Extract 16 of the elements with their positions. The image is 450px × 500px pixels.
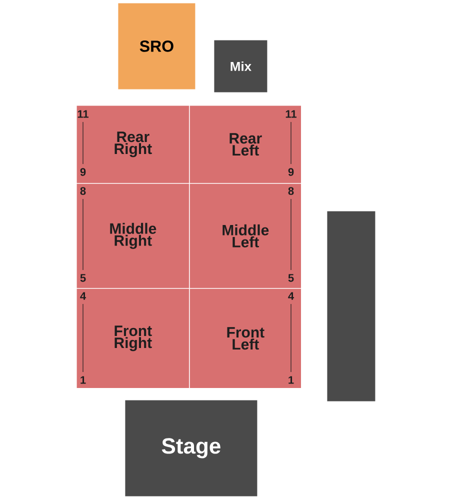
row-number: 1 xyxy=(288,376,294,384)
row-number: 11 xyxy=(78,110,88,118)
row-number: 4 xyxy=(80,292,86,300)
row-number: 8 xyxy=(80,187,86,195)
row-number: 5 xyxy=(288,274,294,282)
row-number: 9 xyxy=(288,168,294,176)
mix-booth: Mix xyxy=(214,40,268,92)
row-number: 4 xyxy=(288,292,294,300)
row-number: 11 xyxy=(286,110,296,118)
stage: Stage xyxy=(125,400,258,496)
row-number: 9 xyxy=(80,168,86,176)
row-number: 5 xyxy=(80,274,86,282)
row-number: 1 xyxy=(80,376,86,384)
standing-area: SRO xyxy=(118,3,196,90)
side-block xyxy=(327,211,376,402)
row-number: 8 xyxy=(288,187,294,195)
